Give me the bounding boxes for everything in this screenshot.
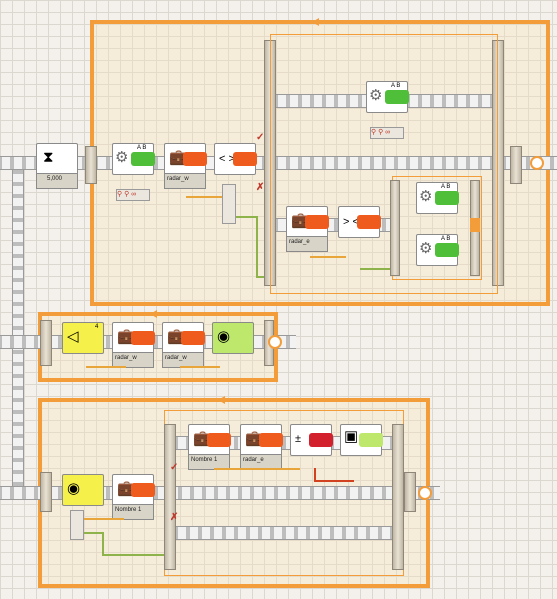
data-wire [314, 480, 354, 482]
math-block[interactable]: ± [290, 424, 333, 482]
motor-ports-label: A B [391, 83, 401, 89]
third-switch-false-beam [176, 526, 392, 540]
data-wire [214, 468, 300, 470]
compare-icon: < > [219, 153, 235, 165]
variable-name-label: radar_w [115, 355, 137, 361]
gear-icon: ⚙ [419, 240, 433, 257]
gear-icon: ⚙ [369, 87, 383, 104]
data-wire [84, 518, 124, 520]
false-branch-x-icon: ✗ [170, 512, 179, 523]
touch-sensor-block[interactable]: ◉ [62, 474, 104, 532]
third-switch-right-post [392, 424, 404, 570]
compare-hub[interactable] [222, 184, 236, 224]
move-block-nested-false[interactable]: ⚙ A B [416, 234, 459, 292]
main-loop-end-cap-icon[interactable] [530, 156, 544, 170]
motor-ports-label: A B [137, 145, 147, 151]
data-wire [310, 256, 346, 258]
second-loop-end-cap-icon[interactable] [268, 335, 282, 349]
variable-name-label: radar_w [167, 176, 189, 182]
move-block[interactable]: ⚙ A B ⚲ ⚲ ∞ [112, 143, 155, 201]
true-branch-check-icon: ✓ [170, 462, 179, 473]
rotation-sensor-block[interactable]: ◉ [212, 322, 254, 380]
variable-block-radar-w[interactable]: 💼 radar_w [164, 143, 207, 201]
third-loop-arrow-icon [218, 396, 225, 404]
variable-name-label: radar_w [165, 355, 187, 361]
variable-name-label: Nombre 1 [191, 457, 218, 463]
main-loop-end-post [510, 146, 522, 184]
main-loop-arrow-icon [312, 18, 319, 26]
data-hub[interactable]: ⚲ ⚲ ∞ [116, 189, 150, 201]
wait-time-block[interactable]: ⧗ 5,000 [36, 143, 78, 201]
gear-icon: ⚙ [115, 149, 129, 166]
switch-right-post [492, 40, 504, 286]
data-hub[interactable]: ⚲ ⚲ ∞ [370, 127, 404, 139]
motor-ports-label: A B [441, 184, 451, 190]
data-wire [186, 196, 222, 198]
false-branch-x-icon: ✗ [256, 182, 265, 193]
data-wire [86, 366, 126, 368]
touch-icon: ◉ [67, 480, 81, 497]
compare-block-2[interactable]: > < [338, 206, 381, 264]
motor-ports-label: A B [441, 236, 451, 242]
math-icon: ± [295, 433, 302, 445]
sensor-icon: ◁ [67, 328, 79, 345]
move-block-true[interactable]: ⚙ A B ⚲ ⚲ ∞ [366, 81, 409, 139]
logic-wire [84, 532, 104, 534]
logic-wire [102, 554, 168, 556]
variable-name-label: radar_e [243, 457, 264, 463]
third-loop-end-cap-icon[interactable] [418, 486, 432, 500]
sensor-hub[interactable] [70, 510, 84, 540]
third-loop-start-post [40, 472, 52, 512]
third-loop-end-post [404, 472, 416, 512]
rotation-icon: ◉ [217, 328, 231, 345]
main-loop-start-post [85, 146, 97, 184]
variable-block-radar-w-3[interactable]: 💼 radar_w [162, 322, 205, 380]
sound-sensor-block[interactable]: ◁ 4 [62, 322, 104, 380]
orange-accent [470, 218, 480, 232]
variable-block-nombre-1[interactable]: 💼 Nombre 1 [112, 474, 155, 532]
third-sequence-beam [0, 486, 440, 500]
sensor-port-label: 4 [95, 324, 99, 330]
display-icon: ▣ [344, 428, 359, 445]
true-branch-check-icon: ✓ [256, 132, 265, 143]
variable-block-radar-w-2[interactable]: 💼 radar_w [112, 322, 155, 380]
logic-wire [236, 216, 256, 218]
logic-wire [102, 532, 104, 556]
variable-block-radar-e[interactable]: 💼 radar_e [286, 206, 329, 264]
wait-time-value: 5,000 [47, 176, 63, 182]
variable-block-nombre-1-2[interactable]: 💼 Nombre 1 [188, 424, 231, 482]
display-block[interactable]: ▣ [340, 424, 383, 482]
gear-icon: ⚙ [419, 188, 433, 205]
third-switch-left-post [164, 424, 176, 570]
logic-wire [256, 216, 258, 278]
logic-wire [256, 276, 270, 278]
data-wire [180, 366, 220, 368]
compare-icon: > < [343, 216, 359, 228]
nested-switch-left-post [390, 180, 400, 276]
second-loop-start-post [40, 320, 52, 366]
logic-wire [360, 268, 392, 270]
data-wire [314, 468, 316, 482]
second-loop-arrow-icon [150, 310, 157, 318]
variable-block-radar-e-2[interactable]: 💼 radar_e [240, 424, 283, 482]
compare-block[interactable]: < > [214, 143, 257, 201]
switch-frame [270, 34, 498, 294]
variable-name-label: Nombre 1 [115, 507, 142, 513]
variable-name-label: radar_e [289, 239, 310, 245]
start-sequence-beam [12, 160, 24, 490]
hourglass-icon: ⧗ [43, 149, 54, 166]
move-block-nested-true[interactable]: ⚙ A B [416, 182, 459, 240]
